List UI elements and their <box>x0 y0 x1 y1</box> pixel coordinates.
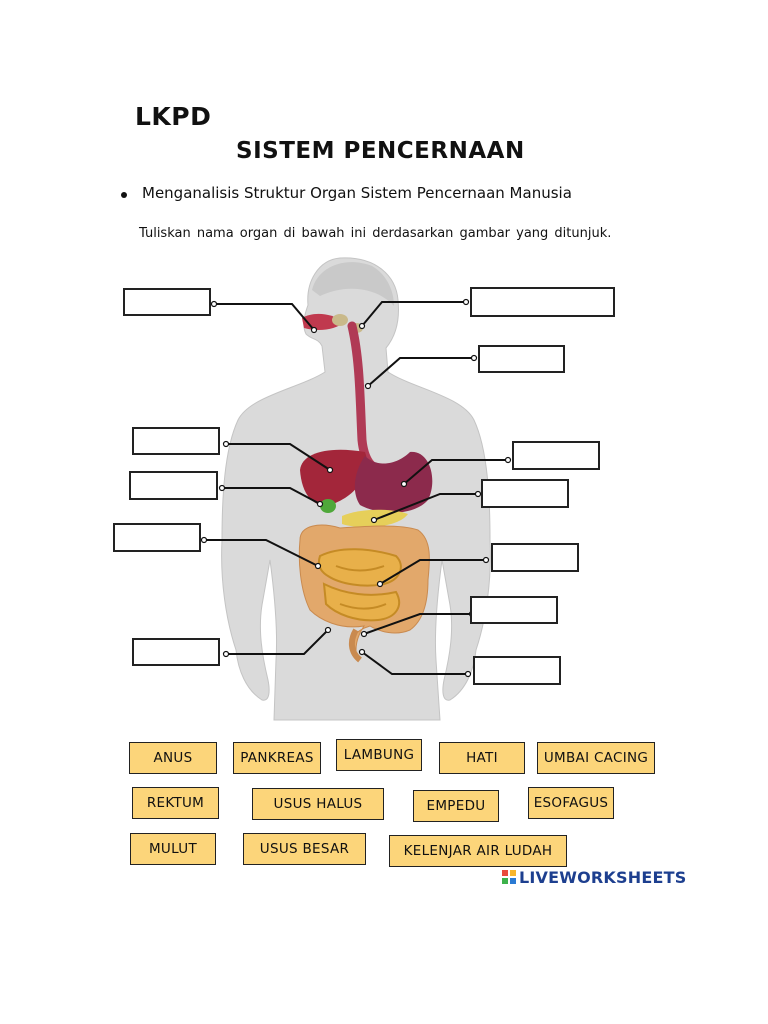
word-chip-empedu[interactable]: EMPEDU <box>413 790 499 822</box>
bullet-icon <box>121 192 127 198</box>
answer-box-right-3[interactable] <box>512 441 600 470</box>
page-title: LKPD <box>135 102 212 131</box>
page-subtitle: SISTEM PENCERNAAN <box>236 138 525 164</box>
word-chip-esofagus[interactable]: ESOFAGUS <box>528 787 614 819</box>
word-chip-anus[interactable]: ANUS <box>129 742 217 774</box>
answer-box-left-1[interactable] <box>123 288 211 316</box>
answer-box-right-2[interactable] <box>478 345 565 373</box>
answer-box-right-1[interactable] <box>470 287 615 317</box>
answer-box-left-5[interactable] <box>132 638 220 666</box>
liveworksheets-logo-icon <box>502 870 516 884</box>
answer-box-left-4[interactable] <box>113 523 201 552</box>
brand-name: LIVEWORKSHEETS <box>519 867 687 887</box>
answer-box-left-3[interactable] <box>129 471 218 500</box>
answer-box-right-7[interactable] <box>473 656 561 685</box>
answer-box-right-4[interactable] <box>481 479 569 508</box>
word-chip-usus-halus[interactable]: USUS HALUS <box>252 788 384 820</box>
liveworksheets-brand[interactable]: LIVEWORKSHEETS <box>502 866 686 888</box>
answer-box-right-5[interactable] <box>491 543 579 572</box>
digestive-system-illustration <box>200 257 512 721</box>
word-chip-hati[interactable]: HATI <box>439 742 525 774</box>
answer-box-right-6[interactable] <box>470 596 558 624</box>
word-chip-lambung[interactable]: LAMBUNG <box>336 739 422 771</box>
word-chip-umbai-cacing[interactable]: UMBAI CACING <box>537 742 655 774</box>
word-chip-kelenjar-air-ludah[interactable]: KELENJAR AIR LUDAH <box>389 835 567 867</box>
instruction-text: Tuliskan nama organ di bawah ini derdasa… <box>139 226 612 241</box>
word-chip-usus-besar[interactable]: USUS BESAR <box>243 833 366 865</box>
word-chip-pankreas[interactable]: PANKREAS <box>233 742 321 774</box>
objective-text: Menganalisis Struktur Organ Sistem Pence… <box>142 184 572 202</box>
answer-box-left-2[interactable] <box>132 427 220 455</box>
word-chip-mulut[interactable]: MULUT <box>130 833 216 865</box>
word-chip-rektum[interactable]: REKTUM <box>132 787 219 819</box>
